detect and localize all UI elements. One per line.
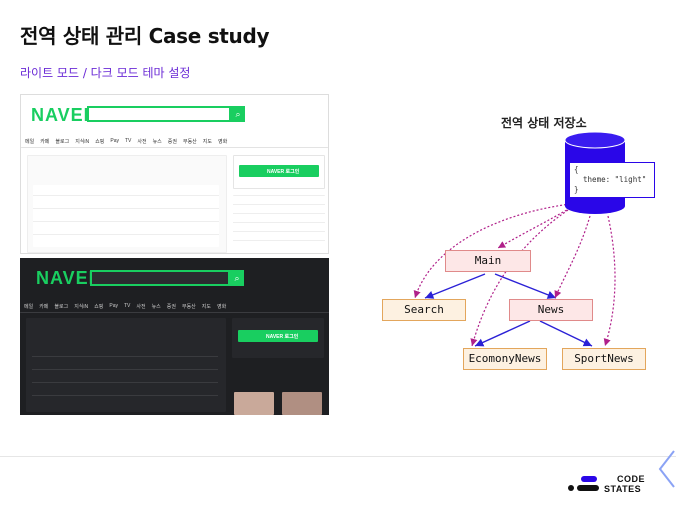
codestates-mark-icon: [568, 476, 599, 491]
node-search: Search: [382, 299, 466, 321]
page-subtitle: 라이트 모드 / 다크 모드 테마 설정: [20, 66, 191, 80]
news-grid: [32, 346, 218, 408]
arrow-main-search: [424, 273, 486, 299]
search-box: [90, 270, 230, 286]
naver-logo: NAVER: [31, 105, 98, 125]
nav-item: 지도: [202, 138, 212, 145]
search-icon: ⌕: [231, 106, 245, 122]
nav-item: 블로그: [55, 138, 70, 145]
node-news: News: [509, 299, 593, 321]
nav-item: 쇼핑: [94, 303, 104, 310]
divider: [20, 312, 329, 313]
nav-bar: 메일 카페 블로그 지식iN 쇼핑 Pay TV 사전 뉴스 증권 부동산 지도…: [25, 137, 324, 145]
store-label: 전역 상태 저장소: [501, 116, 587, 130]
news-grid: [33, 185, 219, 247]
search-icon: ⌕: [230, 270, 244, 286]
nav-item: 메일: [24, 303, 34, 310]
nav-item: 사전: [136, 303, 146, 310]
nav-item: 영화: [217, 303, 227, 310]
nav-item: 메일: [25, 138, 35, 145]
arrow-news-economy: [474, 320, 531, 347]
nav-item: TV: [123, 303, 131, 309]
arrow-main-news: [494, 273, 557, 299]
nav-item: 카페: [40, 138, 50, 145]
nav-item: 쇼핑: [95, 138, 105, 145]
store-to-search: [413, 203, 571, 299]
nav-item: 뉴스: [151, 303, 161, 310]
nav-bar: 메일 카페 블로그 지식iN 쇼핑 Pay TV 사전 뉴스 증권 부동산 지도…: [24, 302, 325, 310]
arrow-news-sport: [539, 320, 593, 347]
page-title: 전역 상태 관리 Case study: [20, 24, 270, 48]
nav-item: 부동산: [181, 303, 196, 310]
store-to-news: [554, 215, 591, 299]
footer-divider: [0, 456, 676, 457]
naver-logo: NAVER: [36, 268, 103, 288]
brand-line2: STATES: [604, 484, 642, 494]
search-box: [87, 106, 231, 122]
nav-item: 카페: [39, 303, 49, 310]
side-list: [233, 195, 325, 249]
nav-item: 증권: [166, 303, 176, 310]
profile-thumb: [282, 392, 322, 415]
node-main: Main: [445, 250, 531, 272]
state-diagram: 전역 상태 저장소 { theme: "light" } Main Search…: [370, 100, 670, 430]
node-economy-news: EcomonyNews: [463, 348, 547, 370]
nav-item: 사전: [137, 138, 147, 145]
nav-item: 증권: [167, 138, 177, 145]
nav-item: Pay: [110, 138, 119, 144]
light-mode-screenshot: NAVER ⌕ 메일 카페 블로그 지식iN 쇼핑 Pay TV 사전 뉴스 증…: [20, 94, 329, 254]
chevron-left-icon[interactable]: [656, 449, 676, 489]
login-button: [239, 165, 319, 177]
dark-mode-screenshot: NAVER ⌕ 메일 카페 블로그 지식iN 쇼핑 Pay TV 사전 뉴스 증…: [20, 258, 329, 415]
store-content: { theme: "light" }: [569, 162, 655, 198]
store-to-economy: [470, 209, 569, 347]
profile-thumb: [234, 392, 274, 415]
nav-item: 지도: [201, 303, 211, 310]
nav-item: TV: [124, 138, 132, 144]
nav-item: 뉴스: [152, 138, 162, 145]
nav-item: 지식iN: [75, 138, 90, 145]
store-to-sport: [603, 215, 616, 347]
nav-item: 블로그: [54, 303, 69, 310]
login-button-label: NAVER 로그인: [267, 169, 300, 175]
divider: [21, 147, 328, 148]
store-to-main: [497, 207, 571, 249]
login-button: [238, 330, 318, 342]
nav-item: 부동산: [182, 138, 197, 145]
node-sport-news: SportNews: [562, 348, 646, 370]
nav-item: 지식iN: [74, 303, 89, 310]
brand-line1: CODE: [617, 474, 646, 484]
nav-item: Pay: [109, 303, 118, 309]
login-button-label: NAVER 로그인: [266, 334, 299, 340]
nav-item: 영화: [218, 138, 228, 145]
